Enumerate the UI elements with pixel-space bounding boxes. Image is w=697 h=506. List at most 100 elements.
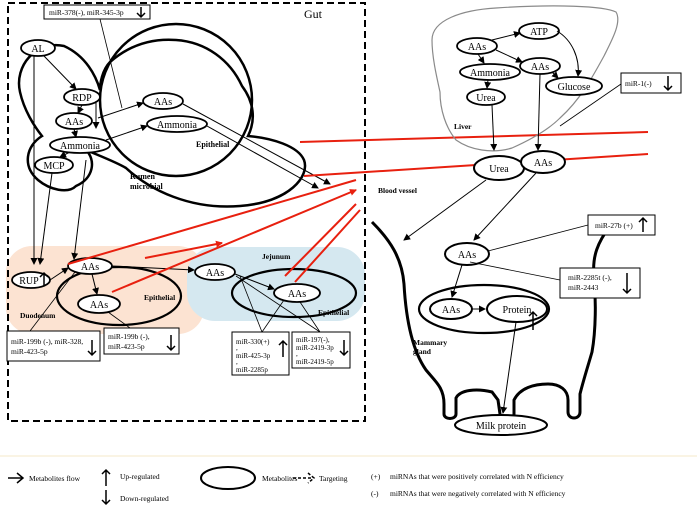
ammonia-liver-node <box>459 63 521 81</box>
legend-up-arrow-icon <box>101 468 111 486</box>
blood-flow-arrows <box>403 172 537 241</box>
ammonia-epithelial-rumen-node <box>146 115 208 133</box>
mirna-jejunum-up-arrow-icon <box>278 339 288 357</box>
blood-vessel-label: Blood vessel <box>378 186 417 195</box>
intestine-flow-arrows <box>49 265 275 295</box>
aas-liver-right-label: AAs <box>531 62 549 73</box>
legend-metabolites-flow: Metabolites flow <box>29 474 81 483</box>
mirna-box-jejunum-down <box>291 331 351 369</box>
mirna-box-gut-top <box>43 4 151 20</box>
liver-flow-arrows <box>477 30 583 151</box>
aas-epithelial-jejunum-node <box>273 283 321 303</box>
rdp-label: RDP <box>72 93 92 104</box>
legend-metabolites: Metabolites <box>262 474 297 483</box>
atp-label: ATP <box>530 27 548 38</box>
ammonia-liver-label: Ammonia <box>470 68 511 79</box>
aas-liver-top-node <box>456 37 498 55</box>
jejunum-region <box>187 247 365 321</box>
rup-up-arrow-icon <box>39 271 49 286</box>
mcp-label: MCP <box>43 161 65 172</box>
urea-liver-node <box>466 88 506 106</box>
mirna-box-jejunum-up <box>231 331 290 376</box>
legend-negative-symbol: (-) <box>371 489 379 498</box>
mirna-gut-top-arrow-icon <box>136 7 146 19</box>
mirna-liver-arrow-icon <box>663 76 673 92</box>
mammary-gland-outline <box>370 220 612 422</box>
aas-duodenum-label: AAs <box>81 262 99 273</box>
targeting-lines-jejunum <box>235 275 321 333</box>
aas-mammary-node <box>444 242 490 266</box>
ammonia-rumen-label: Ammonia <box>60 141 101 152</box>
mirna-liver-text: miR-1(-) <box>625 79 652 88</box>
al-node <box>20 39 56 57</box>
duodenum-label: Duodenum <box>20 311 56 320</box>
rumen-flow-arrows <box>30 55 331 265</box>
targeting-line-duodenum-lumen <box>29 271 76 332</box>
protein-label: Protein <box>503 305 532 316</box>
legend-down-arrow-icon <box>101 490 111 506</box>
jejunum-label: Jejunum <box>262 252 291 261</box>
targeting-line-liver <box>559 83 622 127</box>
mirna-duodenum-lumen-text: miR-199b (-), miR-328,miR-423-5p <box>11 337 83 356</box>
legend-targeting-arrow-icon <box>293 472 316 484</box>
atp-node <box>518 22 560 40</box>
glucose-node <box>545 76 603 96</box>
mirna-mammary-down-arrow-icon <box>622 273 632 295</box>
mirna-mammary-up-arrow-icon <box>638 216 648 232</box>
targeting-line-duodenum-epithelial <box>107 311 131 329</box>
mirna-gut-top-text: miR-378(-), miR-345-3p <box>49 8 124 17</box>
mirna-mammary-down-text: miR-2285t (-),miR-2443 <box>568 273 612 292</box>
aas-epithelial-rumen-node <box>142 92 184 110</box>
gut-label: Gut <box>304 7 323 21</box>
aas-jejunum-label: AAs <box>206 268 224 279</box>
ammonia-epithelial-rumen-label: Ammonia <box>157 120 198 131</box>
mirna-box-duodenum-epithelial <box>103 327 180 355</box>
targeting-line-mammary-down <box>469 261 561 281</box>
aas-epithelial-jejunum-label: AAs <box>288 289 306 300</box>
mirna-jejunum-down-text: miR-197(-),miR-2419-3p,miR-2419-5p <box>296 336 334 366</box>
legend-positive-text: miRNAs that were positively correlated w… <box>390 472 564 481</box>
legend-negative-text: miRNAs that were negatively correlated w… <box>390 489 566 498</box>
duodenum-epithelial-label: Epithelial <box>144 293 175 302</box>
jejunum-epithelial-label: Epithelial <box>318 308 349 317</box>
mirna-duodenum-lumen-arrow-icon <box>87 340 97 357</box>
legend: Metabolites flow Up-regulated Down-regul… <box>8 466 566 506</box>
mcp-node <box>34 156 74 174</box>
mammary-inner-ellipse <box>417 283 551 335</box>
liver-outline <box>431 5 619 152</box>
gut-boundary <box>7 2 366 422</box>
protein-node <box>486 295 548 323</box>
aas-jejunum-node <box>194 263 236 281</box>
legend-flow-arrow-icon <box>8 472 25 484</box>
liver-label: Liver <box>454 122 472 131</box>
urea-liver-label: Urea <box>476 93 496 104</box>
rumen-epithelial-circle <box>98 22 254 178</box>
ammonia-rumen-node <box>49 136 111 154</box>
mirna-jejunum-down-arrow-icon <box>339 340 349 357</box>
legend-up-regulated: Up-regulated <box>120 472 160 481</box>
aas-epithelial-rumen-label: AAs <box>154 97 172 108</box>
milk-protein-node <box>454 414 548 436</box>
aas-epithelial-duodenum-node <box>77 294 121 314</box>
mirna-box-duodenum-lumen <box>6 330 101 362</box>
rup-label: RUP <box>19 276 39 287</box>
mirna-mammary-up-text: miR-27b (+) <box>595 221 633 230</box>
protein-up-arrow-icon <box>528 310 538 330</box>
glucose-label: Glucose <box>558 82 591 93</box>
legend-down-regulated: Down-regulated <box>120 494 169 503</box>
al-label: AL <box>31 44 44 55</box>
targeting-line-gut-top <box>99 18 123 109</box>
aas-mammary-label: AAs <box>458 250 476 261</box>
jejunum-epithelial-ellipse <box>230 267 358 319</box>
milk-protein-label: Milk protein <box>476 421 526 432</box>
urea-blood-label: Urea <box>489 164 509 175</box>
aas-epithelial-duodenum-label: AAs <box>90 300 108 311</box>
legend-metabolites-ellipse <box>200 466 256 490</box>
mirna-duodenum-epithelial-arrow-icon <box>166 335 176 352</box>
aas-blood-node <box>520 150 566 174</box>
mammary-flow-arrows <box>450 264 517 414</box>
